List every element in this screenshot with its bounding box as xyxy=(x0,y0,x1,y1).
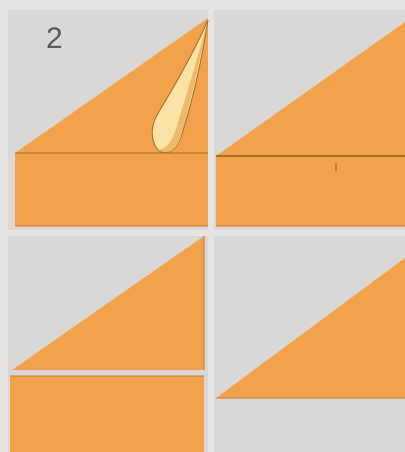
paper-strip xyxy=(15,153,208,226)
separated-strip-icon xyxy=(10,376,204,452)
step-number: 2 xyxy=(46,22,63,56)
paper-strip xyxy=(216,156,405,226)
